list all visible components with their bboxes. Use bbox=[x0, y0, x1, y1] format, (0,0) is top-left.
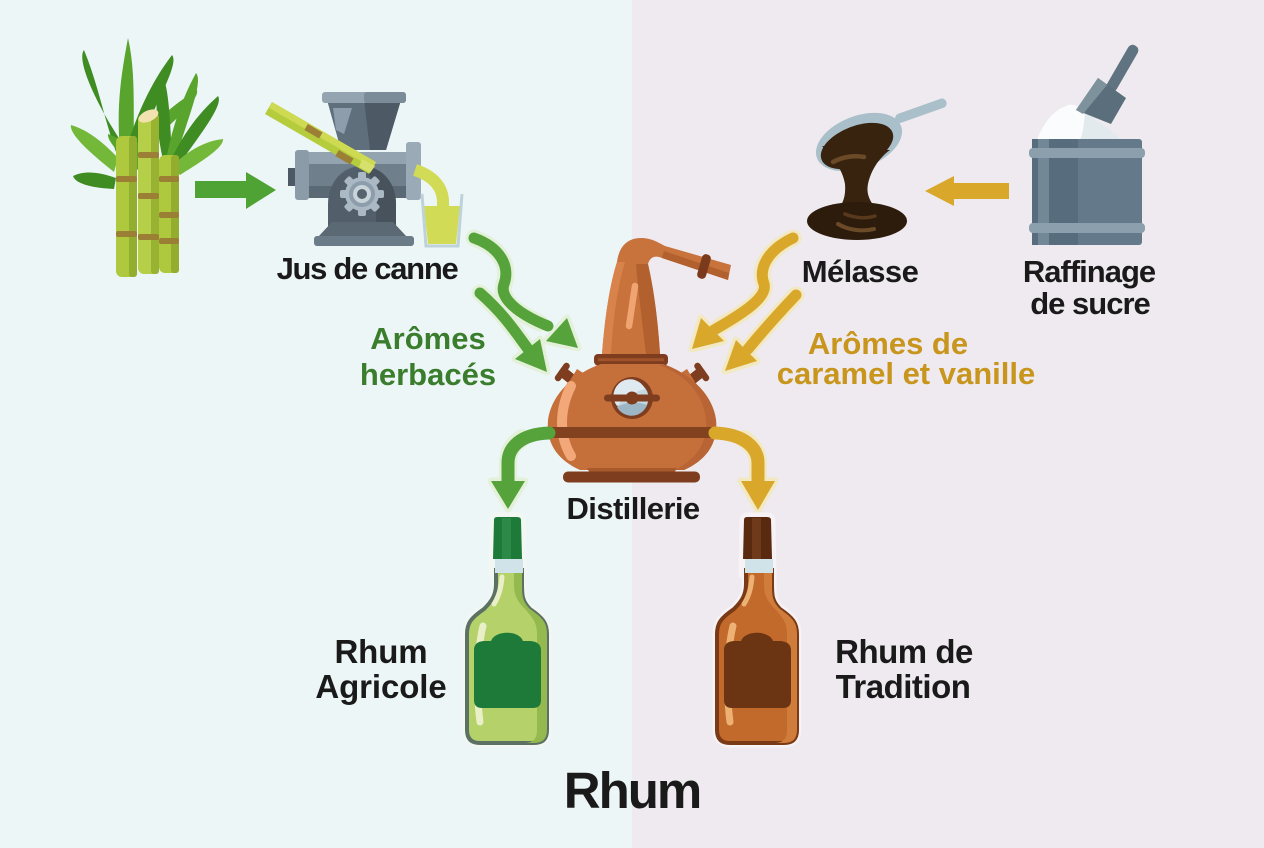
svg-text:Jus de canne: Jus de canne bbox=[277, 251, 459, 286]
svg-text:Rhum de: Rhum de bbox=[835, 633, 973, 670]
svg-text:Arômes: Arômes bbox=[370, 321, 485, 356]
svg-text:Raffinage: Raffinage bbox=[1023, 254, 1156, 289]
svg-text:Rhum: Rhum bbox=[564, 762, 700, 819]
svg-text:de sucre: de sucre bbox=[1030, 286, 1150, 321]
svg-text:herbacés: herbacés bbox=[360, 357, 496, 392]
svg-text:Tradition: Tradition bbox=[836, 668, 971, 705]
svg-text:Rhum: Rhum bbox=[334, 633, 427, 670]
svg-text:Arômes de: Arômes de bbox=[808, 326, 968, 361]
svg-text:Mélasse: Mélasse bbox=[802, 254, 919, 289]
svg-text:Agricole: Agricole bbox=[315, 668, 446, 705]
svg-text:Distillerie: Distillerie bbox=[567, 491, 700, 526]
svg-text:caramel et vanille: caramel et vanille bbox=[777, 356, 1036, 391]
